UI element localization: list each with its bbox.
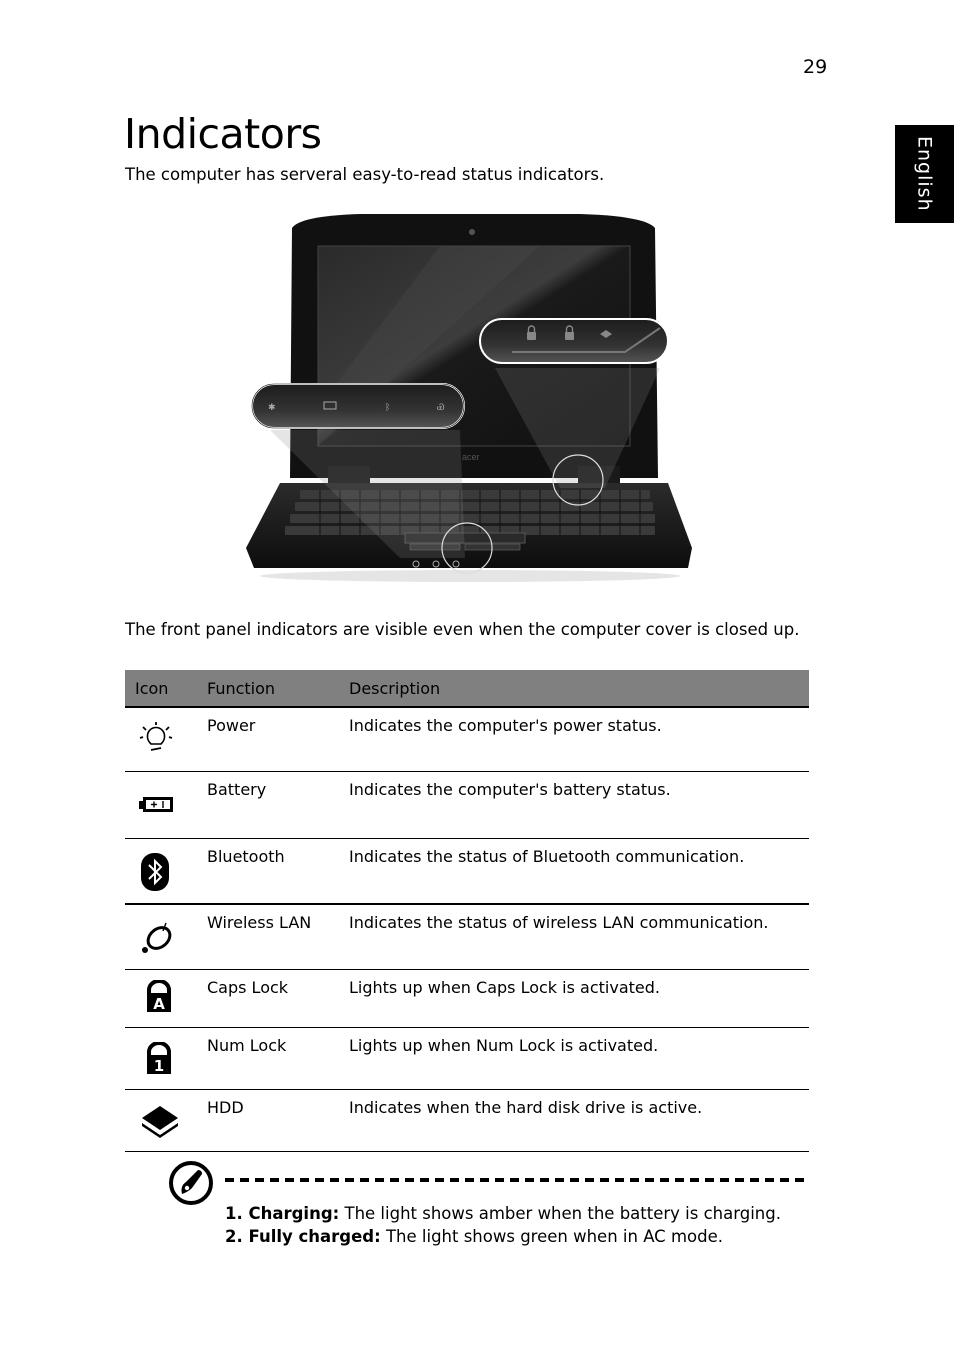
language-tab: English — [895, 125, 954, 223]
table-header-row: Icon Function Description — [125, 670, 809, 708]
note-item-text: The light shows amber when the battery i… — [339, 1204, 781, 1223]
battery-icon — [139, 796, 175, 818]
description-cell: Indicates the status of wireless LAN com… — [339, 904, 809, 970]
function-cell: Power — [197, 707, 339, 772]
table-row: 1 Num Lock Lights up when Num Lock is ac… — [125, 1027, 809, 1090]
num-lock-icon: 1 — [146, 1040, 172, 1078]
note-divider — [225, 1178, 809, 1182]
note-item-label: 2. Fully charged: — [225, 1227, 381, 1246]
table-row: HDD Indicates when the hard disk drive i… — [125, 1089, 809, 1152]
laptop-illustration: acer ✱ — [246, 214, 692, 582]
intro-text: The computer has serveral easy-to-read s… — [125, 165, 605, 184]
function-cell: Num Lock — [197, 1027, 339, 1090]
note-item: 1. Charging: The light shows amber when … — [225, 1202, 781, 1225]
svg-text:1: 1 — [154, 1057, 164, 1074]
svg-text:acer: acer — [462, 452, 480, 462]
callout-bluetooth-icon: ᛒ — [385, 402, 390, 413]
callout-wlan-icon: Ꮿ — [437, 403, 445, 413]
description-cell: Indicates the computer's power status. — [339, 707, 809, 772]
note-item-text: The light shows green when in AC mode. — [380, 1227, 723, 1246]
table-row: Wireless LAN Indicates the status of wir… — [125, 904, 809, 970]
note-list: 1. Charging: The light shows amber when … — [225, 1202, 781, 1248]
page-number: 29 — [803, 56, 828, 78]
description-cell: Lights up when Caps Lock is activated. — [339, 969, 809, 1028]
table-row: Power Indicates the computer's power sta… — [125, 707, 809, 772]
function-cell: Wireless LAN — [197, 904, 339, 970]
header-icon: Icon — [125, 670, 197, 708]
svg-text:A: A — [153, 995, 165, 1012]
table-row: A Caps Lock Lights up when Caps Lock is … — [125, 969, 809, 1028]
language-tab-label: English — [913, 136, 936, 212]
function-cell: Bluetooth — [197, 838, 339, 905]
note-item-label: 1. Charging: — [225, 1204, 340, 1223]
bluetooth-icon — [141, 852, 169, 895]
description-cell: Indicates when the hard disk drive is ac… — [339, 1089, 809, 1152]
indicators-table: Icon Function Description — [125, 670, 809, 1152]
description-cell: Lights up when Num Lock is activated. — [339, 1027, 809, 1090]
header-description: Description — [339, 670, 809, 708]
header-function: Function — [197, 670, 339, 708]
front-panel-note: The front panel indicators are visible e… — [125, 620, 800, 639]
function-cell: Battery — [197, 771, 339, 839]
hdd-icon — [140, 1104, 180, 1142]
wireless-lan-icon — [139, 919, 175, 959]
description-cell: Indicates the status of Bluetooth commun… — [339, 838, 809, 905]
function-cell: Caps Lock — [197, 969, 339, 1028]
power-icon — [139, 722, 173, 762]
description-cell: Indicates the computer's battery status. — [339, 771, 809, 839]
table-row: Bluetooth Indicates the status of Blueto… — [125, 838, 809, 905]
laptop-figure: acer ✱ — [240, 208, 700, 588]
caps-lock-icon: A — [146, 978, 172, 1016]
note-item: 2. Fully charged: The light shows green … — [225, 1225, 781, 1248]
table-row: Battery Indicates the computer's battery… — [125, 771, 809, 839]
note-pen-icon — [168, 1160, 214, 1210]
page-title: Indicators — [124, 110, 322, 158]
function-cell: HDD — [197, 1089, 339, 1152]
callout-power-icon: ✱ — [268, 403, 276, 413]
